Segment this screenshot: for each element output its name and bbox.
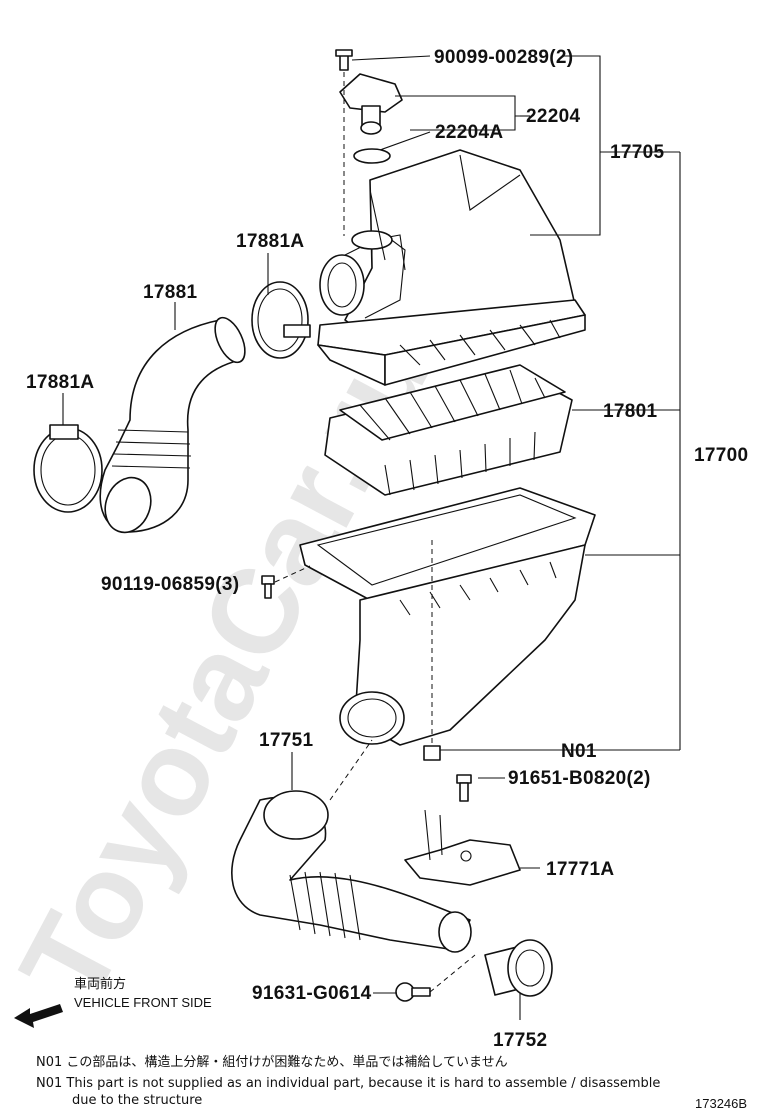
air-hose-17751: [231, 790, 472, 953]
label-17705: 17705: [610, 142, 664, 163]
screw-90119: [261, 575, 275, 599]
label-22204: 22204: [526, 106, 580, 127]
bolt-91651: [456, 774, 472, 802]
screw-90099: [335, 49, 353, 71]
direction-jp: 車両前方: [74, 976, 126, 991]
hose-clamp-17881A-left: [33, 424, 103, 513]
label-17881: 17881: [143, 282, 197, 303]
label-17881A-upper: 17881A: [236, 231, 304, 252]
label-17771A: 17771A: [546, 859, 614, 880]
bolt-91631: [395, 982, 431, 1002]
cleaner-case: [299, 487, 596, 761]
label-N01: N01: [561, 741, 597, 762]
label-17751: 17751: [259, 730, 313, 751]
cleaner-cap-17705: [317, 149, 586, 386]
label-22204A: 22204A: [435, 122, 503, 143]
bracket-17771A: [404, 809, 521, 886]
filter-element-17801: [324, 364, 573, 496]
front-direction-arrow-icon: [14, 1004, 63, 1028]
label-17801: 17801: [603, 401, 657, 422]
oring-22204A: [353, 148, 391, 164]
inlet-hose-17881: [99, 316, 246, 534]
sensor-22204: [339, 73, 403, 135]
hose-clamp-17881A-upper: [251, 281, 311, 359]
label-91631-G0614: 91631-G0614: [252, 983, 372, 1004]
label-90099-00289: 90099-00289(2): [434, 47, 573, 68]
label-91651-B0820: 91651-B0820(2): [508, 768, 651, 789]
grommet-17752: [484, 939, 553, 997]
note-en-line2: due to the structure: [72, 1093, 202, 1108]
direction-en: VEHICLE FRONT SIDE: [74, 995, 212, 1010]
label-17752: 17752: [493, 1030, 547, 1051]
label-90119-06859: 90119-06859(3): [101, 574, 239, 595]
label-17881A-left: 17881A: [26, 372, 94, 393]
figure-id: 173246B: [695, 1096, 747, 1111]
label-17700: 17700: [694, 445, 748, 466]
note-en-line1: N01 This part is not supplied as an indi…: [36, 1076, 660, 1091]
note-jp: N01 この部品は、構造上分解・組付けが困難なため、単品では補給していません: [36, 1054, 508, 1070]
